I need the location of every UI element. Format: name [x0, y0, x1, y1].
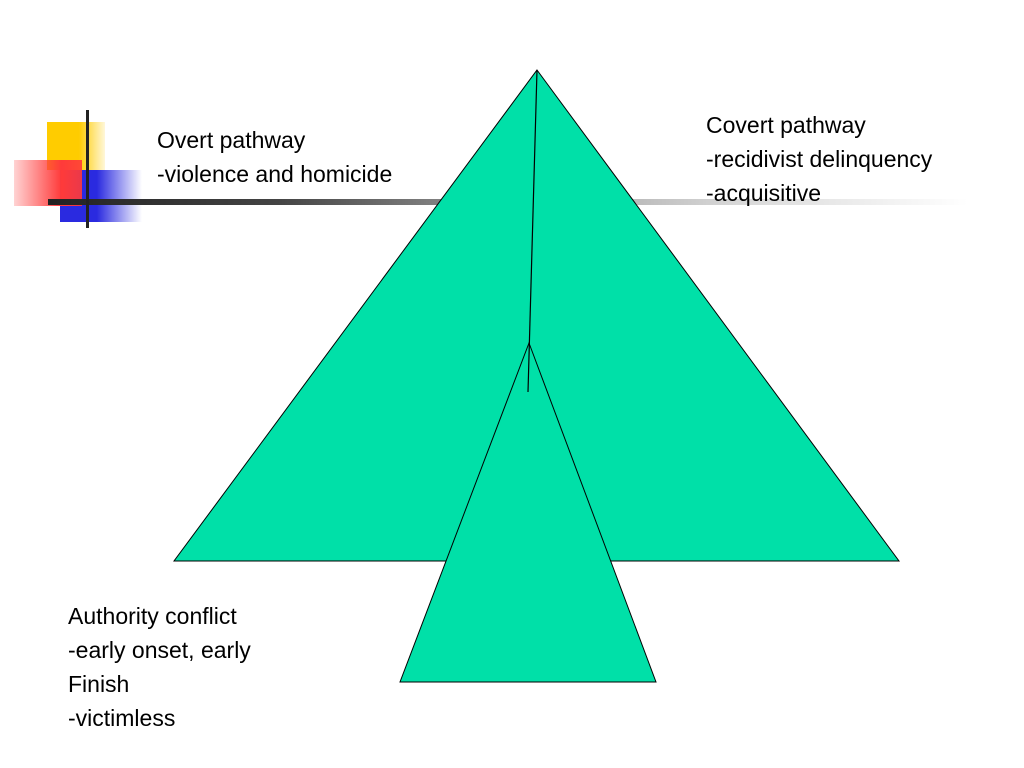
- overt-pathway-label: Overt pathway -violence and homicide: [157, 123, 392, 191]
- authority-conflict-title: Authority conflict: [68, 603, 237, 629]
- authority-conflict-line: -early onset, early: [68, 637, 251, 663]
- covert-pathway-title: Covert pathway: [706, 112, 866, 138]
- authority-conflict-line: Finish: [68, 671, 130, 697]
- small-triangle-authority-conflict: [399, 341, 657, 683]
- covert-pathway-label: Covert pathway -recidivist delinquency -…: [706, 108, 932, 210]
- covert-pathway-line: -recidivist delinquency: [706, 146, 933, 172]
- authority-conflict-line: -victimless: [68, 705, 176, 731]
- overt-pathway-title: Overt pathway: [157, 127, 306, 153]
- pathway-divider-line: [527, 69, 538, 393]
- authority-conflict-label: Authority conflict -early onset, early F…: [68, 599, 251, 735]
- covert-pathway-line: -acquisitive: [706, 180, 822, 206]
- overt-pathway-line: -violence and homicide: [157, 161, 393, 187]
